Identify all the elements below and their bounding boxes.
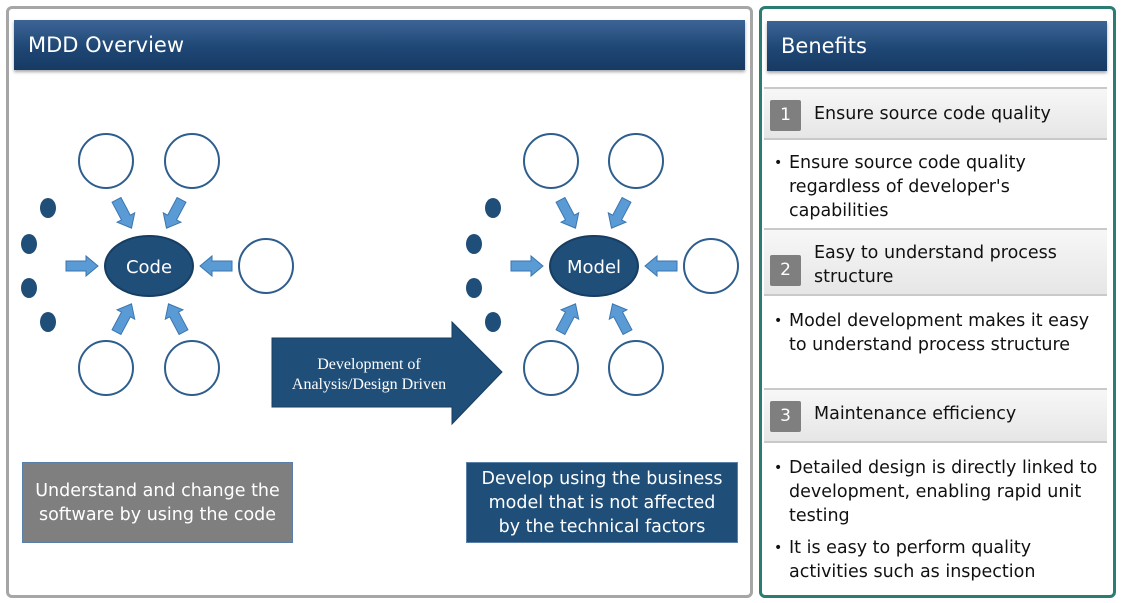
benefit-details-2: Model development makes it easy to under…	[771, 309, 1111, 357]
code-caption: Understand and change the software by us…	[22, 462, 293, 543]
benefit-header-2: 2 Easy to understand process structure	[764, 228, 1107, 296]
transition-arrow: Development of Analysis/Design Driven	[271, 320, 503, 426]
model-cluster: Model	[466, 133, 739, 396]
satellite-circle	[164, 133, 220, 189]
arrow-label-line1: Development of	[317, 356, 421, 373]
overview-title: MDD Overview	[14, 20, 745, 70]
benefits-title: Benefits	[767, 21, 1107, 71]
benefit-detail: Detailed design is directly linked to de…	[771, 456, 1111, 528]
code-cluster: Code	[21, 133, 294, 396]
satellite-circle	[608, 340, 664, 396]
arrow	[510, 255, 544, 277]
model-caption: Develop using the business model that is…	[466, 462, 738, 543]
benefit-title-1: Ensure source code quality	[814, 104, 1051, 124]
benefit-number-1: 1	[770, 100, 801, 131]
benefits-panel	[759, 6, 1116, 598]
arrow	[199, 255, 233, 277]
arrow	[107, 298, 141, 338]
satellite-circle	[683, 238, 739, 294]
arrow	[107, 194, 141, 234]
benefit-detail: It is easy to perform quality activities…	[771, 536, 1111, 584]
model-hub	[549, 235, 639, 297]
satellite-circle	[238, 238, 294, 294]
satellite-circle	[523, 133, 579, 189]
arrow	[644, 255, 678, 277]
arrow	[159, 298, 193, 338]
dot	[21, 278, 37, 298]
dot	[466, 278, 482, 298]
code-hub	[104, 235, 194, 297]
benefit-details-3: Detailed design is directly linked to de…	[771, 456, 1111, 584]
benefit-header-3: 3 Maintenance efficiency	[764, 388, 1107, 443]
satellite-circle	[78, 133, 134, 189]
benefit-detail: Ensure source code quality regardless of…	[771, 151, 1111, 223]
benefit-number-2: 2	[770, 255, 801, 286]
dot	[485, 198, 501, 218]
satellite-circle	[608, 133, 664, 189]
arrow	[602, 194, 636, 234]
arrow	[157, 194, 191, 234]
arrow	[551, 298, 585, 338]
benefit-title-3: Maintenance efficiency	[814, 404, 1017, 424]
code-hub-label: Code	[126, 257, 172, 278]
arrow	[551, 194, 585, 234]
benefit-number-3: 3	[770, 401, 801, 432]
arrow	[603, 298, 637, 338]
benefit-header-1: 1 Ensure source code quality	[764, 87, 1107, 140]
overview-panel	[6, 6, 753, 598]
benefit-title-2: Easy to understand process structure	[814, 243, 1057, 287]
dot	[21, 234, 37, 254]
benefit-detail: Model development makes it easy to under…	[771, 309, 1111, 357]
satellite-circle	[78, 340, 134, 396]
model-hub-label: Model	[567, 257, 621, 278]
dot	[485, 312, 501, 332]
satellite-circle	[164, 340, 220, 396]
mdd-diagram: Code Development of Analysis/Design Driv…	[21, 133, 739, 426]
satellite-circle	[523, 340, 579, 396]
arrow	[65, 255, 99, 277]
dot	[40, 312, 56, 332]
dot	[40, 198, 56, 218]
arrow-label-line2: Analysis/Design Driven	[292, 376, 446, 393]
benefit-details-1: Ensure source code quality regardless of…	[771, 151, 1111, 223]
dot	[466, 234, 482, 254]
